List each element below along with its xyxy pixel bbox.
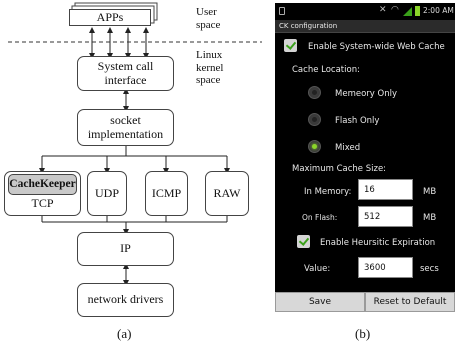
udp-box: UDP: [87, 171, 127, 216]
socket-implementation-box: socket implementation: [77, 109, 174, 146]
ip-box: IP: [77, 232, 174, 266]
network-drivers-label: network drivers: [87, 292, 164, 307]
icmp-box: ICMP: [145, 171, 188, 216]
radio-flash-only-label: Flash Only: [335, 116, 380, 126]
apps-label: APPs: [96, 9, 124, 24]
save-button[interactable]: Save: [275, 292, 365, 312]
user-space-label: User space: [196, 6, 221, 31]
socket-label: socket implementation: [87, 112, 164, 141]
enable-cache-checkbox[interactable]: [284, 39, 297, 52]
udp-label: UDP: [94, 185, 119, 200]
caption-b: (b): [355, 326, 371, 341]
expiration-value-unit: secs: [420, 264, 439, 274]
status-time: 2:00 AM: [423, 6, 454, 15]
in-memory-label: In Memory:: [304, 187, 352, 197]
ip-label: IP: [120, 241, 131, 256]
wifi-icon: ◠: [391, 5, 399, 15]
on-flash-input[interactable]: 512: [358, 206, 413, 227]
icmp-label: ICMP: [151, 185, 182, 200]
tcp-label: TCP: [31, 196, 54, 211]
status-bar: ✕ ◠ 2:00 AM: [275, 3, 455, 20]
in-memory-input[interactable]: 16: [358, 179, 413, 200]
raw-label: RAW: [213, 185, 241, 200]
radio-mixed[interactable]: [308, 140, 321, 153]
kernel-architecture-diagram: APPs User space Linux kernel space Syste…: [4, 2, 262, 341]
radio-mixed-label: Mixed: [335, 143, 361, 153]
cachekeeper-box: CacheKeeper: [8, 174, 77, 195]
cache-location-label: Cache Location:: [292, 65, 360, 75]
cachekeeper-label: CacheKeeper: [9, 177, 76, 190]
radio-memory-only-label: Memeory Only: [335, 89, 397, 99]
syscall-label: System call interface: [97, 58, 154, 87]
raw-box: RAW: [205, 171, 249, 216]
caption-a: (a): [117, 326, 132, 341]
heuristic-expiration-checkbox[interactable]: [297, 235, 310, 248]
reset-to-default-button[interactable]: Reset to Default: [365, 292, 455, 312]
ck-configuration-screen: ✕ ◠ 2:00 AM CK configuration Enable Syst…: [275, 3, 455, 312]
on-flash-unit: MB: [423, 213, 437, 223]
heuristic-expiration-label: Enable Heursitic Expiration: [320, 238, 436, 248]
screen-title: CK configuration: [275, 20, 455, 33]
value-label: Value:: [304, 264, 331, 274]
radio-memory-only[interactable]: [308, 86, 321, 99]
signal-icon: [403, 7, 412, 16]
network-drivers-box: network drivers: [77, 283, 174, 317]
max-cache-size-label: Maximum Cache Size:: [292, 164, 387, 174]
syscall-interface-box: System call interface: [77, 56, 174, 91]
in-memory-unit: MB: [423, 187, 437, 197]
apps-box: APPs: [69, 9, 151, 26]
on-flash-label: On Flash:: [302, 213, 338, 222]
notification-icon: [279, 7, 285, 15]
battery-icon: [415, 6, 420, 16]
bluetooth-icon: ✕: [379, 5, 387, 15]
enable-cache-label: Enable System-wide Web Cache: [308, 42, 445, 52]
radio-flash-only[interactable]: [308, 113, 321, 126]
expiration-value-input[interactable]: 3600: [358, 257, 413, 278]
kernel-space-label: Linux kernel space: [196, 49, 224, 87]
